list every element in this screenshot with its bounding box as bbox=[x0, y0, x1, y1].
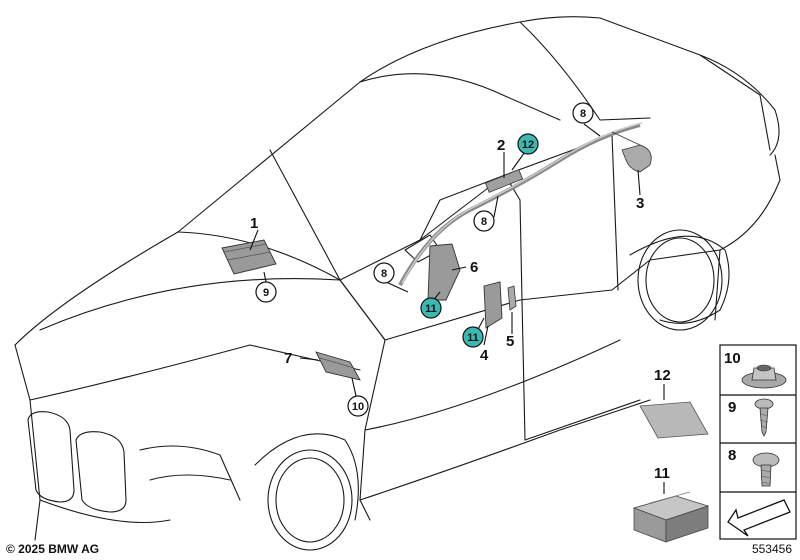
legend-8-number: 8 bbox=[728, 447, 736, 464]
svg-text:10: 10 bbox=[352, 401, 364, 413]
callout-5: 5 bbox=[506, 333, 514, 350]
curtain-airbag-part bbox=[398, 122, 643, 286]
small-bracket-part bbox=[507, 285, 517, 311]
label-sheet-icon bbox=[639, 401, 709, 439]
car-body-outline bbox=[14, 16, 781, 551]
legend-11-number: 11 bbox=[654, 465, 670, 482]
legend-12-number: 12 bbox=[654, 367, 671, 384]
seat-airbag-front-part bbox=[427, 243, 461, 301]
diagram-number: 553456 bbox=[751, 542, 792, 556]
bolt-icon bbox=[752, 452, 780, 487]
leader-lines bbox=[249, 123, 641, 397]
svg-text:9: 9 bbox=[263, 287, 269, 299]
callout-12: 12 bbox=[517, 133, 539, 155]
callout-11-front: 11 bbox=[420, 297, 442, 319]
rear-bracket-part bbox=[611, 131, 652, 173]
copyright-label: © 2025 BMW AG bbox=[6, 542, 100, 556]
callout-10: 10 bbox=[347, 395, 369, 417]
svg-text:11: 11 bbox=[467, 332, 479, 344]
direction-arrow-icon bbox=[727, 499, 791, 537]
callout-8-front: 8 bbox=[373, 262, 395, 284]
callout-8-rear: 8 bbox=[572, 102, 594, 124]
svg-text:11: 11 bbox=[425, 303, 437, 315]
legend-9-number: 9 bbox=[728, 399, 736, 416]
callout-9: 9 bbox=[255, 281, 277, 303]
nut-icon bbox=[741, 364, 787, 389]
callout-1: 1 bbox=[250, 215, 258, 232]
svg-text:8: 8 bbox=[481, 216, 487, 228]
callout-3: 3 bbox=[636, 195, 644, 212]
screw-icon bbox=[754, 398, 774, 437]
callout-11-rear: 11 bbox=[462, 326, 484, 348]
knee-airbag-part bbox=[315, 351, 361, 381]
callout-4: 4 bbox=[480, 347, 489, 364]
callout-7: 7 bbox=[284, 350, 292, 367]
seat-airbag-rear-part bbox=[483, 281, 503, 329]
svg-text:8: 8 bbox=[580, 108, 586, 120]
passenger-airbag-part bbox=[221, 239, 277, 275]
packaging-box-icon bbox=[632, 491, 710, 543]
callout-8-middle: 8 bbox=[473, 210, 495, 232]
legend-10-number: 10 bbox=[724, 350, 741, 367]
svg-text:8: 8 bbox=[381, 268, 387, 280]
callout-2: 2 bbox=[497, 137, 505, 154]
callout-6: 6 bbox=[470, 259, 478, 276]
svg-text:12: 12 bbox=[522, 139, 534, 151]
